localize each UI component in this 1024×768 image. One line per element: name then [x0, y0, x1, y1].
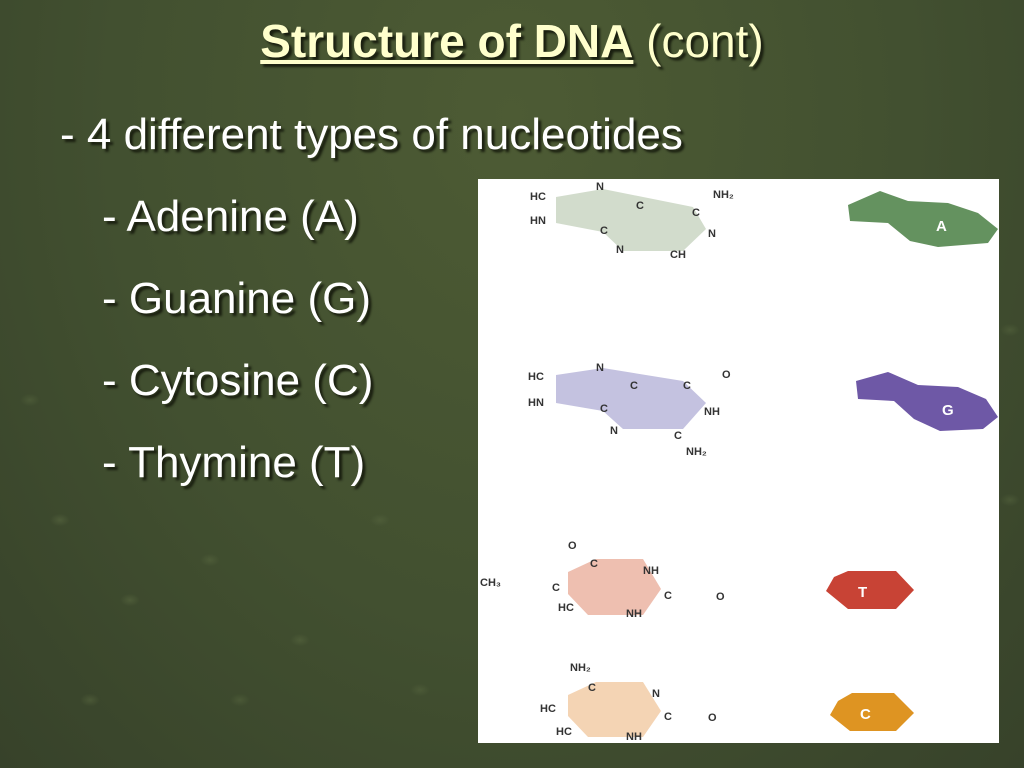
guanine-label-nh: NH [704, 406, 720, 418]
slide-title: Structure of DNA (cont) [0, 14, 1024, 68]
adenine-label-hn: HN [530, 215, 546, 227]
bullet-thymine: - Thymine (T) [102, 438, 366, 487]
adenine-label-ch: CH [670, 249, 686, 261]
guanine-label-c-top: C [630, 380, 638, 392]
adenine-tag: A [936, 218, 947, 235]
thymine-label-nh: NH [643, 565, 659, 577]
adenine-label-c-left: C [600, 225, 608, 237]
thymine-label-nh-bottom: NH [626, 608, 642, 620]
cytosine-label-nh: NH [626, 731, 642, 743]
thymine-label-o: O [568, 540, 577, 552]
bullet-intro: - 4 different types of nucleotides [60, 110, 683, 159]
adenine-structure: HC HN N C C NH₂ C N N CH A [530, 181, 998, 261]
thymine-shape [826, 571, 914, 609]
guanine-label-n-bottom: N [610, 425, 618, 437]
guanine-label-n-top: N [596, 362, 604, 374]
adenine-label-n-right: N [708, 228, 716, 240]
thymine-label-c-top: C [590, 558, 598, 570]
guanine-label-c-left: C [600, 403, 608, 415]
thymine-label-hc: HC [558, 602, 574, 614]
bullet-adenine: - Adenine (A) [102, 192, 359, 241]
adenine-six-ring [603, 189, 706, 251]
adenine-label-hc: HC [530, 191, 546, 203]
guanine-shape [856, 372, 998, 431]
adenine-label-n-bottom: N [616, 244, 624, 256]
adenine-label-nh2: NH₂ [713, 189, 734, 201]
cytosine-label-o: O [708, 712, 717, 724]
adenine-label-c-right: C [692, 207, 700, 219]
adenine-shape [848, 191, 998, 247]
cytosine-ring [568, 682, 661, 737]
adenine-label-n-top: N [596, 181, 604, 193]
cytosine-label-c-top: C [588, 682, 596, 694]
thymine-label-ch3: CH₃ [480, 577, 501, 589]
title-main: Structure of DNA [260, 15, 634, 67]
cytosine-shape [830, 693, 914, 731]
thymine-label-c-left: C [552, 582, 560, 594]
thymine-ring [568, 559, 661, 615]
bullet-cytosine: - Cytosine (C) [102, 356, 374, 405]
guanine-label-c-bottom: C [674, 430, 682, 442]
guanine-tag: G [942, 402, 954, 419]
guanine-structure: HC HN N C C O C NH N C NH₂ G [528, 362, 998, 458]
nucleotide-figure: HC HN N C C NH₂ C N N CH A HC HN N C C O… [478, 179, 999, 743]
thymine-label-c-right: C [664, 590, 672, 602]
cytosine-tag: C [860, 706, 871, 723]
cytosine-label-n: N [652, 688, 660, 700]
cytosine-label-hc-bottom: HC [556, 726, 572, 738]
guanine-label-o: O [722, 369, 731, 381]
cytosine-label-nh2: NH₂ [570, 662, 591, 674]
cytosine-label-c-right: C [664, 711, 672, 723]
guanine-label-hc: HC [528, 371, 544, 383]
cytosine-label-hc: HC [540, 703, 556, 715]
guanine-label-hn: HN [528, 397, 544, 409]
thymine-structure: O C NH CH₃ C C O HC NH T [480, 540, 914, 620]
cytosine-structure: NH₂ C N HC C O HC NH C [540, 662, 914, 743]
guanine-six-ring [603, 368, 706, 429]
guanine-label-nh2: NH₂ [686, 446, 707, 458]
thymine-tag: T [858, 584, 867, 601]
adenine-label-c-top: C [636, 200, 644, 212]
guanine-label-c-right: C [683, 380, 691, 392]
bullet-guanine: - Guanine (G) [102, 274, 371, 323]
thymine-label-o2: O [716, 591, 725, 603]
title-rest: (cont) [646, 15, 764, 67]
